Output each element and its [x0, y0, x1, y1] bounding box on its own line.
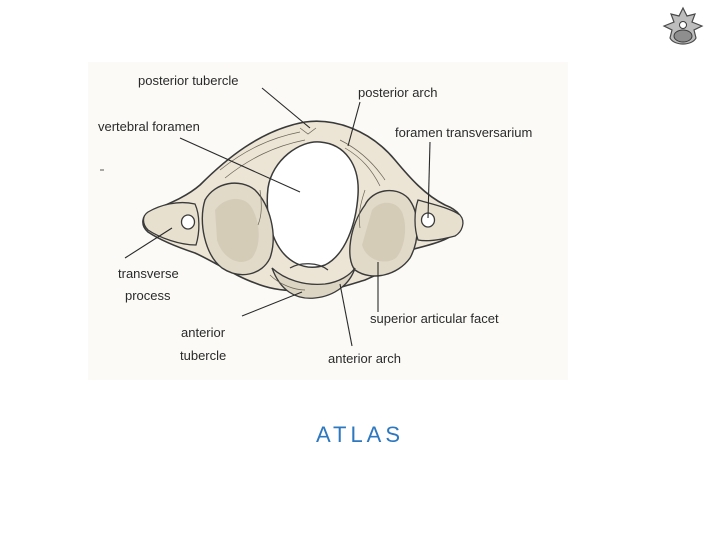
anterior-arch-shape: [271, 267, 356, 299]
label-superior-articular-facet: superior articular facet: [370, 311, 499, 326]
leader-posterior-tubercle: [261, 87, 311, 129]
right-transverse-process: [414, 199, 464, 242]
left-transverse-process: [142, 201, 200, 246]
leader-vertebral-foramen: [179, 137, 301, 193]
label-process: process: [125, 288, 171, 303]
arch-shading: [219, 127, 386, 291]
slide-caption: ATLAS: [315, 422, 405, 447]
leader-anterior-arch: [339, 283, 353, 347]
label-vertebral-foramen: vertebral foramen: [98, 119, 200, 134]
vertebral-foramen-shape: [266, 141, 359, 268]
left-facet-shading: [215, 198, 259, 262]
leader-transverse-process: [124, 227, 173, 259]
left-foramen-transversarium: [180, 214, 196, 230]
leader-lines: [124, 87, 431, 347]
label-posterior-arch: posterior arch: [358, 85, 437, 100]
atlas-vertebra-illustration: [100, 120, 464, 299]
right-facet-shading: [362, 202, 406, 262]
label-posterior-tubercle: posterior tubercle: [138, 73, 238, 88]
label-anterior: anterior: [181, 325, 226, 340]
label-anterior-arch: anterior arch: [328, 351, 401, 366]
vertebra-icon: [662, 6, 704, 45]
label-foramen-transversarium: foramen transversarium: [395, 125, 532, 140]
label-transverse: transverse: [118, 266, 179, 281]
leader-foramen-transversarium: [427, 141, 431, 219]
leader-anterior-tubercle: [241, 291, 303, 317]
anterior-tubercle-ridge: [289, 263, 329, 271]
leader-posterior-arch: [347, 101, 361, 147]
label-tubercle: tubercle: [180, 348, 226, 363]
